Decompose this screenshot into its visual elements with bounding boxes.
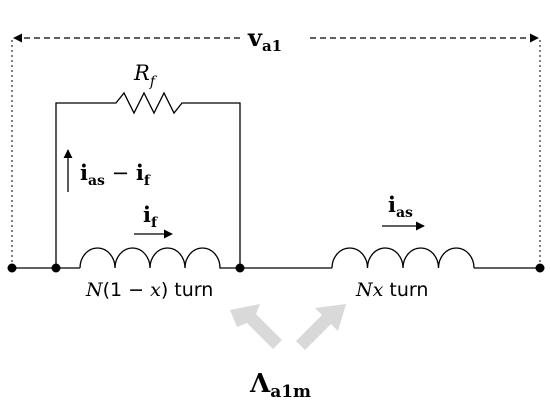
voltage-label: va1 [247,23,282,55]
resistor-branch-wire [55,91,241,268]
node-branch-left [51,263,61,273]
left-winding-label: N(1 − x) turn [85,279,213,301]
flux-linkage-label: Λa1m [249,369,311,402]
left-inductor-coil [79,247,240,269]
resistor-label: Rf [133,61,158,90]
fault-current-label: if [143,202,158,231]
right-winding-label: Nx turn [355,279,428,301]
node-left-terminal [7,263,17,273]
series-current-label: ias [388,192,413,221]
flux-arrow-right [296,304,346,350]
branch-current-label: ias − if [80,160,151,189]
right-inductor-coil [331,247,475,269]
node-right-terminal [535,263,545,273]
node-branch-right [235,263,245,273]
flux-arrow-left [230,304,282,349]
